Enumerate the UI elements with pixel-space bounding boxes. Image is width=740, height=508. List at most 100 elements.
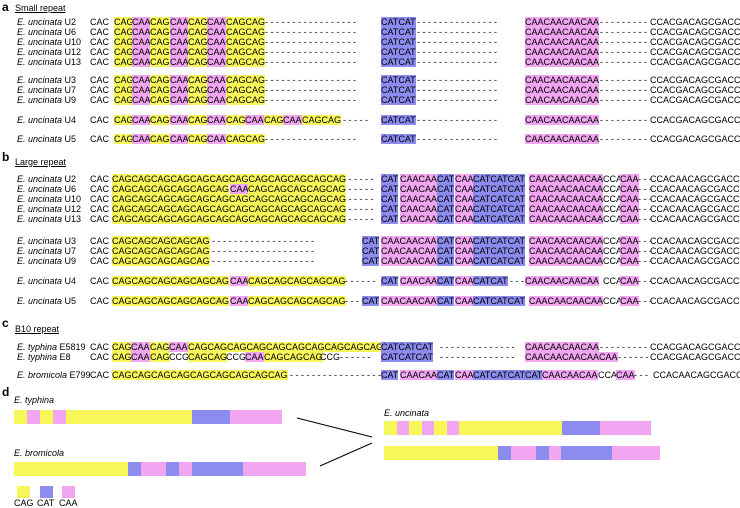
- sequence-segment: CAC: [90, 236, 110, 246]
- cag-segment: CAG: [114, 95, 134, 105]
- sequence-segment: CAC: [90, 184, 110, 194]
- row-label: E. uncinata U2: [17, 174, 77, 184]
- cat-segment: CAT: [362, 296, 380, 306]
- sequence-segment: CCG: [320, 352, 340, 362]
- caa-segment: CAACAACAACAA: [529, 246, 604, 256]
- sequence-segment: - - - - - - - - - - - - - - - - - - -: [212, 256, 314, 266]
- cag-segment: CAGCAG: [226, 57, 266, 67]
- sequence-segment: CCA: [598, 370, 618, 380]
- cat-segment: CAT: [381, 174, 399, 184]
- caa-segment: CAA: [170, 115, 189, 125]
- row-label: E. uncinata U10: [17, 194, 82, 204]
- sequence-segment: - - - - - -: [343, 214, 374, 224]
- panel-letter-c: c: [2, 316, 9, 330]
- caa-segment: CAA: [131, 342, 150, 352]
- caa-segment: CAA: [132, 37, 151, 47]
- sequence-segment: - - - - - - - - -: [600, 85, 647, 95]
- caa-segment: CAA: [132, 115, 151, 125]
- caa-segment: CAA: [207, 17, 226, 27]
- row-label: E. uncinata U10: [17, 37, 82, 47]
- row-label: E. uncinata U12: [17, 47, 82, 57]
- cag-segment: CAG: [150, 37, 170, 47]
- row-label: E. typhina E8: [17, 352, 71, 362]
- caa-segment: CAACAACAACAA: [529, 214, 604, 224]
- sequence-segment: CAC: [90, 75, 110, 85]
- sequence-segment: CAC: [90, 246, 110, 256]
- caa-segment: CAACAACAACAA: [525, 17, 600, 27]
- sequence-segment: - - - - - - - - - - - - - - -: [417, 134, 497, 144]
- cat-segment: CATCAT: [381, 115, 416, 125]
- sequence-segment: - - - - - - - - - - - - - - - - -: [265, 27, 356, 37]
- row-label: E. uncinata U9: [17, 95, 77, 105]
- cag-segment: CAGCAGCAGCAGCAG: [248, 276, 346, 286]
- cag-segment: CAG: [188, 85, 208, 95]
- caa-segment: CAA: [620, 184, 639, 194]
- sequence-segment: CCACAACAGCGACC: [650, 194, 740, 204]
- caa-segment: CAA: [170, 37, 189, 47]
- sequence-segment: - - - - - - - - -: [600, 95, 647, 105]
- row-label: E. typhina E5819: [17, 342, 86, 352]
- cag-segment: CAG: [114, 57, 134, 67]
- cat-segment: CAT: [362, 256, 380, 266]
- sequence-segment: CCA: [603, 296, 623, 306]
- cag-segment: CAG: [150, 85, 170, 95]
- cag-segment: CAG: [150, 342, 170, 352]
- cag-segment: CAGCAGCAGCAGCAGCAGCAGCAGCAGCAGCAGCAG: [112, 214, 347, 224]
- row-label: E. uncinata U5: [17, 134, 77, 144]
- sequence-segment: - - - - - - - - -: [600, 17, 647, 27]
- cat-segment: CATCATCAT: [473, 184, 525, 194]
- sequence-segment: CAC: [90, 27, 110, 37]
- cag-segment: CAG: [114, 47, 134, 57]
- caa-segment: CAACAACAA: [381, 296, 437, 306]
- sequence-segment: - - - - - - - - - - - - - - - - -: [265, 85, 356, 95]
- sequence-segment: - - -: [638, 276, 652, 286]
- sequence-segment: - - - - - -: [343, 204, 374, 214]
- caa-segment: CAA: [207, 47, 226, 57]
- sequence-segment: CCA: [603, 236, 623, 246]
- sequence-segment: - - -: [634, 370, 648, 380]
- caa-segment: CAACAA: [400, 174, 438, 184]
- repeat-block: [128, 462, 141, 476]
- caa-segment: CAA: [170, 17, 189, 27]
- cat-segment: CATCATCAT: [473, 204, 525, 214]
- row-label: E. uncinata U13: [17, 214, 82, 224]
- caa-segment: CAA: [455, 236, 474, 246]
- species-label: E. bromicola: [14, 448, 65, 458]
- sequence-segment: - - - - - -: [340, 352, 371, 362]
- cat-segment: CAT: [437, 370, 455, 380]
- sequence-segment: - - - - - - - - -: [600, 75, 647, 85]
- caa-segment: CAA: [207, 75, 226, 85]
- caa-segment: CAA: [455, 246, 474, 256]
- cag-segment: CAG: [188, 27, 208, 37]
- caa-segment: CAA: [620, 194, 639, 204]
- caa-segment: CAACAACAACAA: [529, 204, 604, 214]
- cag-segment: CAG: [150, 134, 170, 144]
- row-label: E. uncinata U13: [17, 57, 82, 67]
- sequence-segment: - - - - - - - - - - - - - - - - -: [265, 37, 356, 47]
- sequence-segment: CCA: [603, 174, 623, 184]
- sequence-segment: CCA: [603, 246, 623, 256]
- caa-segment: CAA: [455, 256, 474, 266]
- caa-segment: CAA: [170, 47, 189, 57]
- cag-segment: CAG: [114, 85, 134, 95]
- caa-segment: CAA: [455, 204, 474, 214]
- cag-segment: CAG: [150, 75, 170, 85]
- caa-segment: CAA: [455, 370, 474, 380]
- cat-segment: CATCAT: [381, 47, 416, 57]
- repeat-block: [459, 421, 562, 435]
- panel-letter-a: a: [2, 0, 9, 14]
- sequence-segment: CCACAACAGCGACC: [650, 256, 740, 266]
- repeat-block: [179, 462, 192, 476]
- sequence-segment: CCG: [226, 352, 246, 362]
- caa-segment: CAA: [230, 184, 249, 194]
- repeat-block: [40, 410, 53, 424]
- repeat-block: [27, 410, 40, 424]
- cag-segment: CAGCAGCAGCAGCAGCAGCAGCAGCAGCAGCAGCAG: [112, 194, 347, 204]
- legend-swatch-cat: [40, 486, 53, 498]
- caa-segment: CAACAACAACAA: [529, 256, 604, 266]
- repeat-block: [230, 410, 282, 424]
- sequence-segment: - - - - - -: [618, 352, 649, 362]
- cag-segment: CAGCAG: [226, 75, 266, 85]
- sequence-segment: CAC: [90, 352, 110, 362]
- sequence-segment: CCACGACAGCGACC: [650, 95, 740, 105]
